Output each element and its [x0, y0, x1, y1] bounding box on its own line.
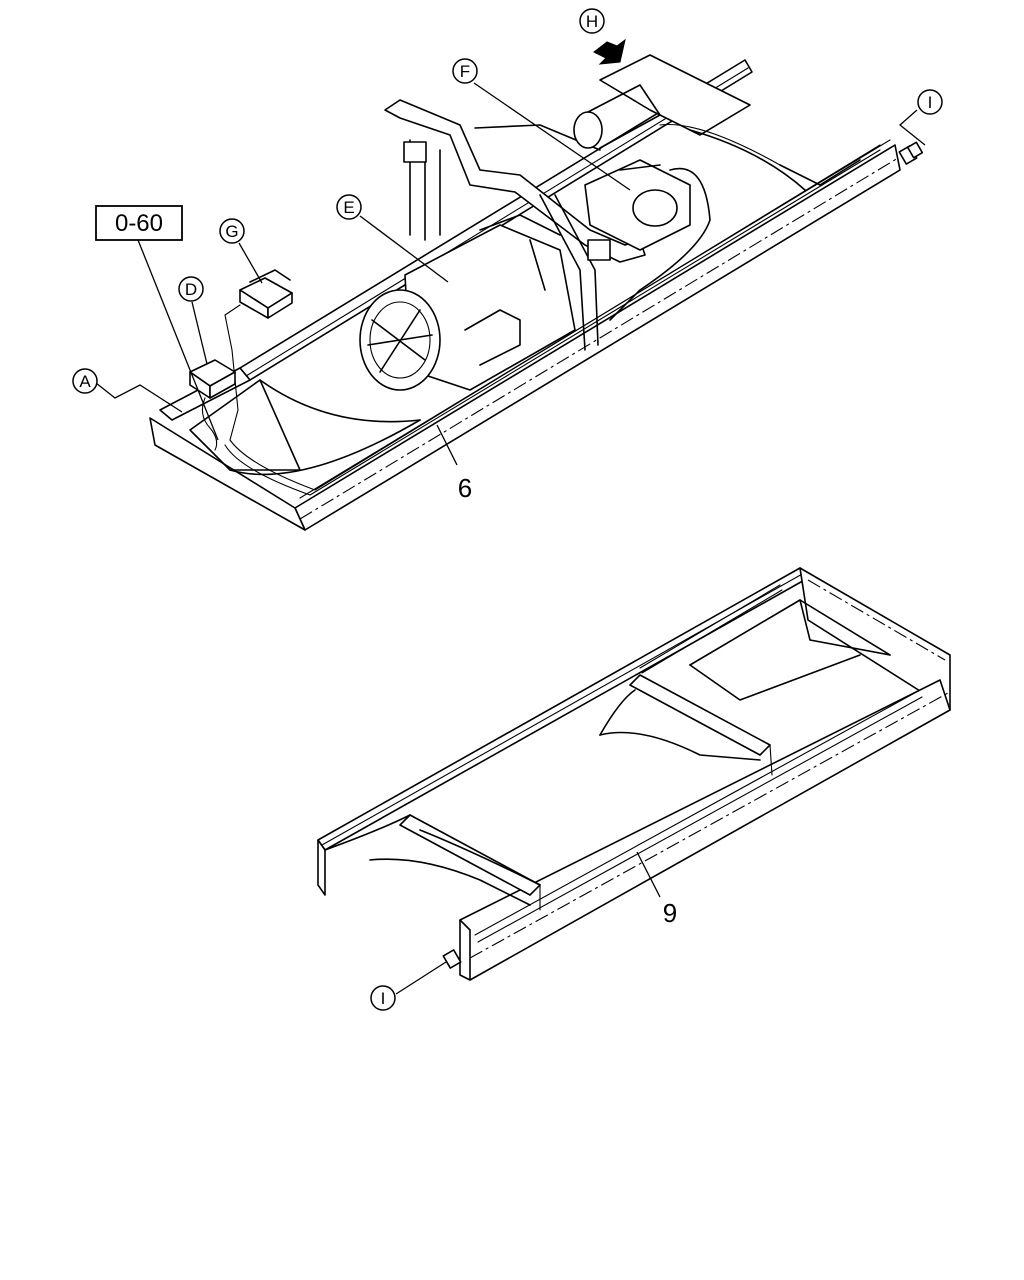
reference-box: 0-60: [95, 205, 183, 241]
callout-i-bottom-label: I: [381, 989, 386, 1008]
upper-chassis-frame: [149, 54, 901, 531]
callout-g-label: G: [225, 222, 238, 241]
part-number-9: 9: [663, 898, 677, 928]
callout-f: F: [452, 58, 478, 84]
sensor-g-part: [224, 269, 293, 441]
reference-box-label: 0-60: [115, 210, 163, 237]
callout-a: A: [72, 368, 98, 394]
callout-g: G: [219, 218, 245, 244]
callout-i-bottom: I: [370, 985, 396, 1011]
callout-f-label: F: [460, 62, 470, 81]
callout-d-label: D: [185, 280, 197, 299]
connector-i-bottom-part: [442, 949, 462, 969]
callout-i-top-label: I: [928, 93, 933, 112]
callout-e: E: [336, 194, 362, 220]
view-direction-arrow: [593, 38, 626, 65]
lower-chassis-frame: [317, 567, 951, 981]
hydraulic-unit: [584, 159, 711, 321]
part-number-6: 6: [458, 473, 472, 503]
callout-e-label: E: [343, 198, 354, 217]
connector-i-top-part: [898, 141, 924, 165]
callout-h-label: H: [586, 12, 598, 31]
leader-lines: [95, 82, 926, 995]
callout-i-top: I: [917, 89, 943, 115]
transmission: [359, 214, 576, 391]
callout-h: H: [579, 8, 605, 34]
connector-d-part: [189, 359, 236, 451]
callout-d: D: [178, 276, 204, 302]
callout-a-label: A: [79, 372, 91, 391]
